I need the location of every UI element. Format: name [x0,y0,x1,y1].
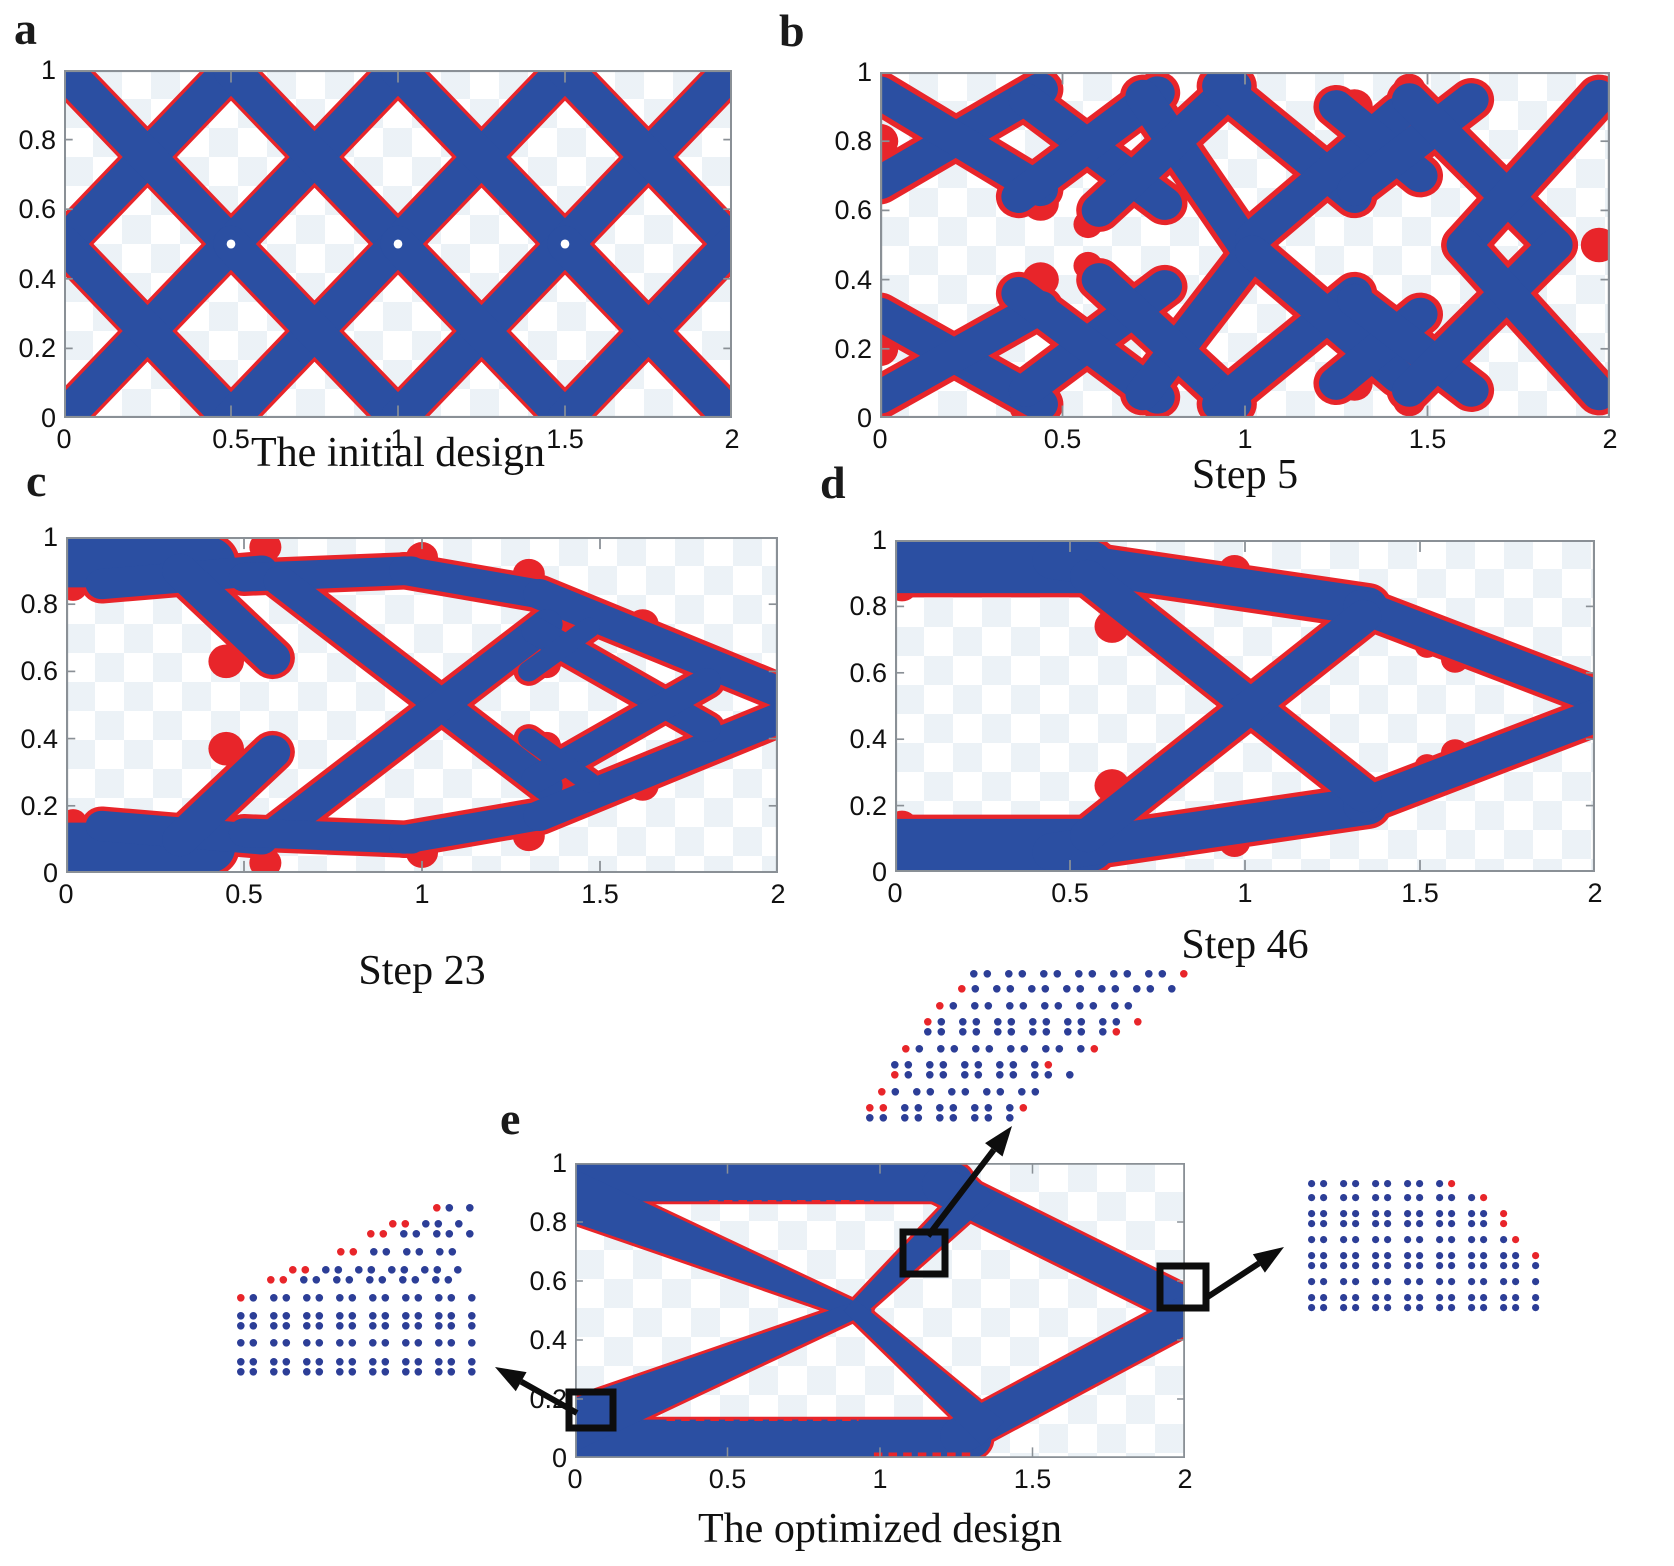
panel-a-letter: a [14,3,37,54]
panel-c-letter: c [26,455,47,506]
y-tick-label: 0.2 [849,790,887,821]
y-tick-label: 0.4 [834,264,872,295]
panel-a-caption: The initial design [251,430,545,476]
y-tick-label: 0 [871,857,887,887]
y-tick-label: 1 [42,522,58,552]
y-tick-label: 0.8 [849,591,887,622]
x-tick-label: 2 [1177,1464,1193,1494]
panel-d-caption: Step 46 [1181,922,1309,968]
x-tick-label: 0.5 [1043,424,1082,454]
panel-a-plot [64,70,732,418]
x-tick-label: 0 [567,1464,583,1494]
y-tick-label: 1 [856,57,872,87]
y-tick-label: 1 [40,55,56,85]
x-tick-label: 1 [872,1464,888,1494]
y-tick-label: 0.6 [18,194,56,225]
y-tick-label: 0.2 [18,333,56,364]
x-tick-label: 1 [390,424,406,454]
y-tick-label: 0.8 [18,124,56,155]
panel-c-plot [66,537,778,873]
panel-d-plot [895,540,1595,872]
y-tick-label: 0.2 [834,333,872,364]
x-tick-label: 2 [770,879,786,909]
panel-e-plot [575,1163,1185,1458]
y-tick-label: 0.6 [849,657,887,688]
y-tick-label: 0 [856,403,872,433]
x-tick-label: 2 [724,424,740,454]
panel-b-letter: b [779,5,805,56]
y-tick-label: 1 [871,525,887,555]
x-tick-label: 1 [414,879,430,909]
x-tick-label: 0.5 [225,879,263,909]
x-tick-label: 2 [1587,878,1603,908]
x-tick-label: 1 [1237,878,1253,908]
panel-d-letter: d [820,457,846,508]
y-tick-label: 1 [551,1148,567,1178]
y-tick-label: 0 [40,403,56,433]
y-tick-label: 0.8 [20,589,58,620]
inset-node-dots-left [237,1198,493,1380]
panel-e-caption: The optimized design [698,1506,1062,1552]
x-tick-label: 1 [1237,424,1253,454]
panel-b-caption: Step 5 [1191,452,1299,498]
inset-node-dots-top [866,962,1216,1127]
x-tick-label: 0 [58,879,74,909]
x-tick-label: 1.5 [1408,424,1447,454]
panel-e-letter: e [500,1093,521,1144]
y-tick-label: 0.4 [20,723,58,754]
x-tick-label: 0.5 [708,1464,747,1494]
panel-b-plot [880,72,1610,418]
panel-c-caption: Step 23 [358,948,486,994]
x-tick-label: 0.5 [1051,878,1089,908]
y-tick-label: 0.4 [529,1325,567,1355]
inset-node-dots-right [1308,1178,1554,1314]
x-tick-label: 0 [872,424,888,454]
y-tick-label: 0.8 [529,1207,567,1237]
x-tick-label: 1.5 [546,424,584,454]
y-tick-label: 0.2 [529,1384,567,1414]
y-tick-label: 0.6 [529,1266,567,1296]
x-tick-label: 2 [1602,424,1618,454]
x-tick-label: 0 [56,424,72,454]
x-tick-label: 0 [887,878,903,908]
y-tick-label: 0 [551,1443,567,1473]
y-tick-label: 0 [42,858,58,888]
y-tick-label: 0.6 [20,656,58,687]
y-tick-label: 0.4 [18,263,56,294]
x-tick-label: 1.5 [581,879,619,909]
y-tick-label: 0.8 [834,126,872,157]
x-tick-label: 0.5 [212,424,250,454]
y-tick-label: 0.4 [849,724,887,755]
x-tick-label: 1.5 [1401,878,1439,908]
x-tick-label: 1.5 [1013,1464,1052,1494]
y-tick-label: 0.2 [20,790,58,821]
y-tick-label: 0.6 [834,195,872,226]
